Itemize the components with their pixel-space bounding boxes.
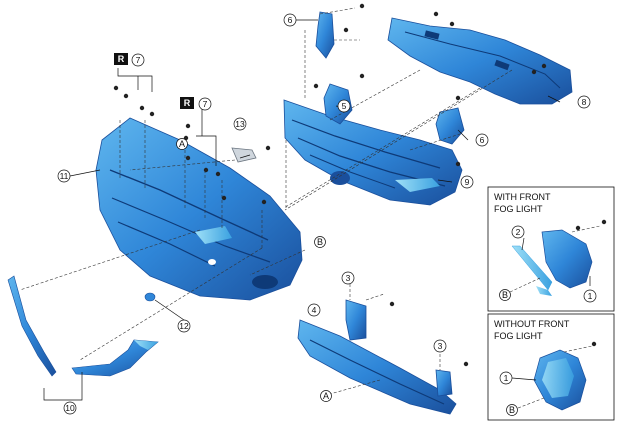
svg-text:1: 1 [504, 373, 509, 383]
lower-strip-parts [7, 275, 159, 377]
grille-part [283, 99, 463, 206]
inset-without-fog-title-1: WITHOUT FRONT [494, 319, 570, 329]
callout-12: 12 [177, 319, 191, 333]
callout-8: 8 [577, 95, 591, 109]
callout-3-lower: 3 [433, 339, 447, 353]
svg-text:9: 9 [465, 177, 470, 187]
clip-fasteners [113, 3, 547, 367]
inset-with-fog-light: WITH FRONT FOG LIGHT 2 1 B [487, 186, 615, 312]
svg-text:4: 4 [312, 305, 317, 315]
bracket-3-upper-part [345, 299, 367, 341]
cover-12-part [144, 292, 156, 302]
repair-badge-upper: R [114, 53, 128, 65]
bracket-6-upper-part [315, 11, 335, 59]
inset-without-fog-light: WITHOUT FRONT FOG LIGHT 1 B [487, 313, 615, 421]
front-bumper-part [95, 117, 303, 301]
callout-7-lower: 7 [198, 97, 212, 111]
inset-with-fog-title-1: WITH FRONT [494, 192, 551, 202]
letter-b-main: B [314, 236, 326, 248]
callout-6-upper: 6 [283, 13, 297, 27]
bracket-6-lower-part [435, 107, 465, 145]
bracket-3-lower-part [435, 369, 453, 397]
callout-10: 10 [63, 401, 77, 415]
svg-text:5: 5 [342, 101, 347, 111]
inset-without-fog-title-2: FOG LIGHT [494, 331, 543, 341]
callout-5: 5 [337, 99, 351, 113]
svg-text:1: 1 [588, 291, 593, 301]
svg-text:6: 6 [288, 15, 293, 25]
svg-text:7: 7 [136, 55, 141, 65]
callout-9: 9 [460, 175, 474, 189]
inset-with-fog-title-2: FOG LIGHT [494, 204, 543, 214]
callout-13: 13 [233, 117, 247, 131]
svg-text:10: 10 [65, 403, 75, 413]
callout-7-upper: 7 [131, 53, 145, 67]
inset2-letter-b: B [506, 404, 518, 416]
svg-text:8: 8 [582, 97, 587, 107]
inset2-callout-1: 1 [499, 371, 513, 385]
svg-text:B: B [509, 405, 515, 415]
inset1-letter-b: B [499, 289, 511, 301]
bracket-13-part [231, 147, 257, 163]
inset1-callout-2: 2 [511, 225, 525, 239]
svg-text:11: 11 [60, 171, 69, 181]
svg-text:3: 3 [346, 273, 351, 283]
svg-text:A: A [179, 139, 185, 149]
svg-text:R: R [184, 98, 191, 108]
callout-11: 11 [57, 169, 71, 183]
svg-text:7: 7 [203, 99, 208, 109]
svg-text:B: B [502, 290, 508, 300]
svg-text:3: 3 [438, 341, 443, 351]
svg-text:13: 13 [235, 119, 245, 129]
assembly-lines [19, 7, 513, 395]
letter-a-left: A [176, 138, 188, 150]
svg-text:A: A [323, 391, 329, 401]
svg-text:R: R [118, 54, 125, 64]
repair-badge-lower: R [180, 97, 194, 109]
callout-3-upper: 3 [341, 271, 355, 285]
svg-text:B: B [317, 237, 323, 247]
letter-a-bottom: A [320, 390, 332, 402]
svg-text:12: 12 [179, 321, 189, 331]
svg-text:6: 6 [480, 135, 485, 145]
callout-4: 4 [307, 303, 321, 317]
callout-6-lower: 6 [475, 133, 489, 147]
upper-shroud-part [387, 17, 573, 105]
svg-text:2: 2 [516, 227, 521, 237]
inset1-callout-1: 1 [583, 289, 597, 303]
lower-grille-part [297, 319, 457, 415]
